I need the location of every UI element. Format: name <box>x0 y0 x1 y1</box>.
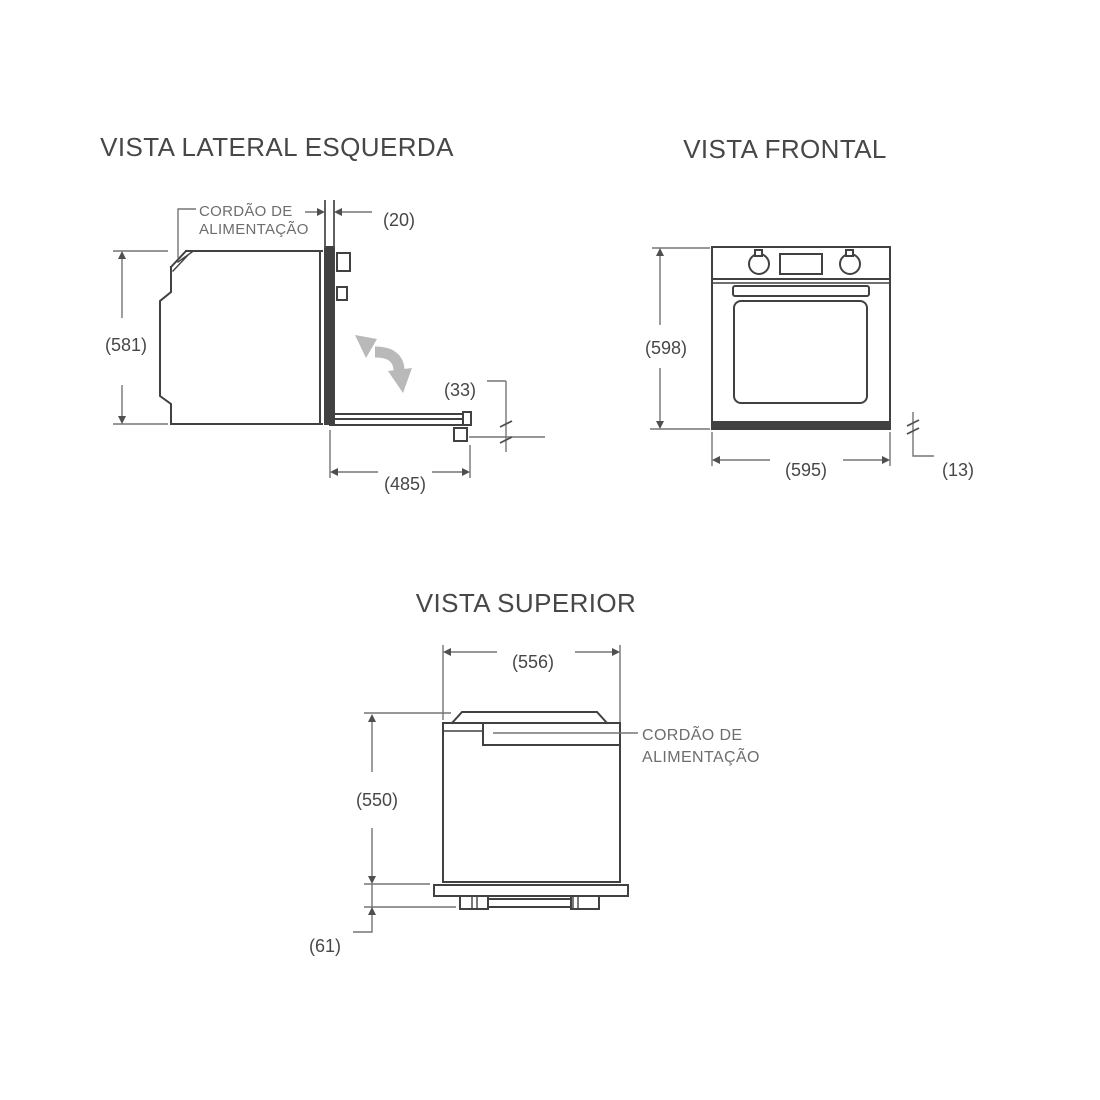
dim-door-depth: (485) <box>329 430 471 494</box>
cord-leader-line <box>177 208 196 258</box>
cord-label-line1: CORDÃO DE <box>199 203 293 220</box>
arrowhead <box>462 468 470 476</box>
dim-door-depth-lines <box>329 430 471 478</box>
cord-channel <box>482 722 621 746</box>
top-view: VISTA SUPERIOR (556) CORDÃO DE ALIMENTAÇ… <box>309 588 760 956</box>
dim-plinth-label: (13) <box>942 460 974 480</box>
dim-top-gap: (20) <box>305 200 415 248</box>
swing-arrowhead-up <box>355 335 377 358</box>
front-view: VISTA FRONTAL (598) (595) <box>645 134 974 480</box>
arrowhead <box>443 648 451 656</box>
dim-door-thickness: (33) <box>444 380 545 452</box>
dim-top-depth-lines <box>353 712 456 933</box>
dim-top-gap-label: (20) <box>383 210 415 230</box>
swing-arrowhead-down <box>388 368 412 393</box>
dim-front-width-label: (595) <box>785 460 827 480</box>
handle-mount-ticks <box>471 895 579 910</box>
rear-panel-trapezoid <box>450 711 609 725</box>
dim-front-width: (595) <box>711 432 891 480</box>
dim-plinth: (13) <box>906 412 974 480</box>
dim-top-width-label: (556) <box>512 652 554 672</box>
dim-front-height-label: (598) <box>645 338 687 358</box>
arrowhead <box>368 907 376 915</box>
right-knob <box>839 249 861 275</box>
cord-callout-side: CORDÃO DE ALIMENTAÇÃO <box>177 203 309 258</box>
dim-side-height-lines <box>113 250 168 425</box>
cord-label-line2: ALIMENTAÇÃO <box>642 746 760 766</box>
arrowhead <box>368 714 376 722</box>
cord-label-line1: CORDÃO DE <box>642 724 743 744</box>
top-body-outline <box>442 722 621 883</box>
arrowhead <box>368 876 376 884</box>
dim-top-width-lines <box>442 645 621 733</box>
door-swing-arrow <box>355 335 412 393</box>
dim-plinth-ticks <box>906 419 920 435</box>
dim-door-thickness-label: (33) <box>444 380 476 400</box>
dim-side-height: (581) <box>105 250 168 425</box>
dim-top-width: (556) <box>442 645 621 733</box>
dim-door-thickness-lines <box>469 380 545 452</box>
dim-side-height-label: (581) <box>105 335 147 355</box>
left-knob <box>748 249 770 275</box>
arrowhead <box>118 251 126 259</box>
dim-front-height-lines <box>650 247 710 430</box>
display-window <box>779 253 823 275</box>
dim-front-offset-label: (61) <box>309 936 341 956</box>
dim-top-depth: (550) (61) <box>309 712 456 956</box>
vent-slot <box>732 285 870 297</box>
dim-top-gap-extensions <box>324 200 335 248</box>
cord-exit-corner-detail <box>172 251 193 272</box>
knob-notch <box>845 249 854 257</box>
door-glass <box>733 300 868 404</box>
knob-notch <box>754 249 763 257</box>
dim-top-depth-label: (550) <box>356 790 398 810</box>
side-view: VISTA LATERAL ESQUERDA (581) CORDÃO D <box>100 132 545 494</box>
front-frame <box>324 246 335 425</box>
door-handle-top <box>459 895 600 910</box>
open-door <box>329 411 472 426</box>
cord-label-line2: ALIMENTAÇÃO <box>199 221 309 238</box>
door-handle-side <box>453 427 468 442</box>
dim-front-height: (598) <box>645 247 710 430</box>
knob-side-upper <box>336 252 351 272</box>
arrowhead <box>612 648 620 656</box>
knob-side-lower <box>336 286 348 301</box>
handle-mount-left <box>459 895 489 910</box>
front-view-title: VISTA FRONTAL <box>683 134 887 164</box>
front-fascia <box>433 884 629 897</box>
arrowhead <box>712 456 720 464</box>
arrowhead <box>317 208 325 216</box>
side-view-title: VISTA LATERAL ESQUERDA <box>100 132 454 162</box>
door-swing-arc <box>374 346 405 374</box>
dim-front-width-lines <box>711 432 891 466</box>
oven-body-outline <box>159 249 323 425</box>
arrowhead <box>330 468 338 476</box>
dim-door-thickness-ticks <box>499 420 513 444</box>
arrowhead <box>656 421 664 429</box>
handle-mount-right <box>570 895 600 910</box>
dim-door-depth-label: (485) <box>384 474 426 494</box>
top-view-title: VISTA SUPERIOR <box>416 588 636 618</box>
arrowhead <box>118 416 126 424</box>
arrowhead <box>334 208 342 216</box>
bottom-trim-bar <box>712 421 890 429</box>
arrowhead <box>882 456 890 464</box>
dim-plinth-lines <box>912 412 934 457</box>
arrowhead <box>656 248 664 256</box>
handle-bar <box>487 898 572 908</box>
